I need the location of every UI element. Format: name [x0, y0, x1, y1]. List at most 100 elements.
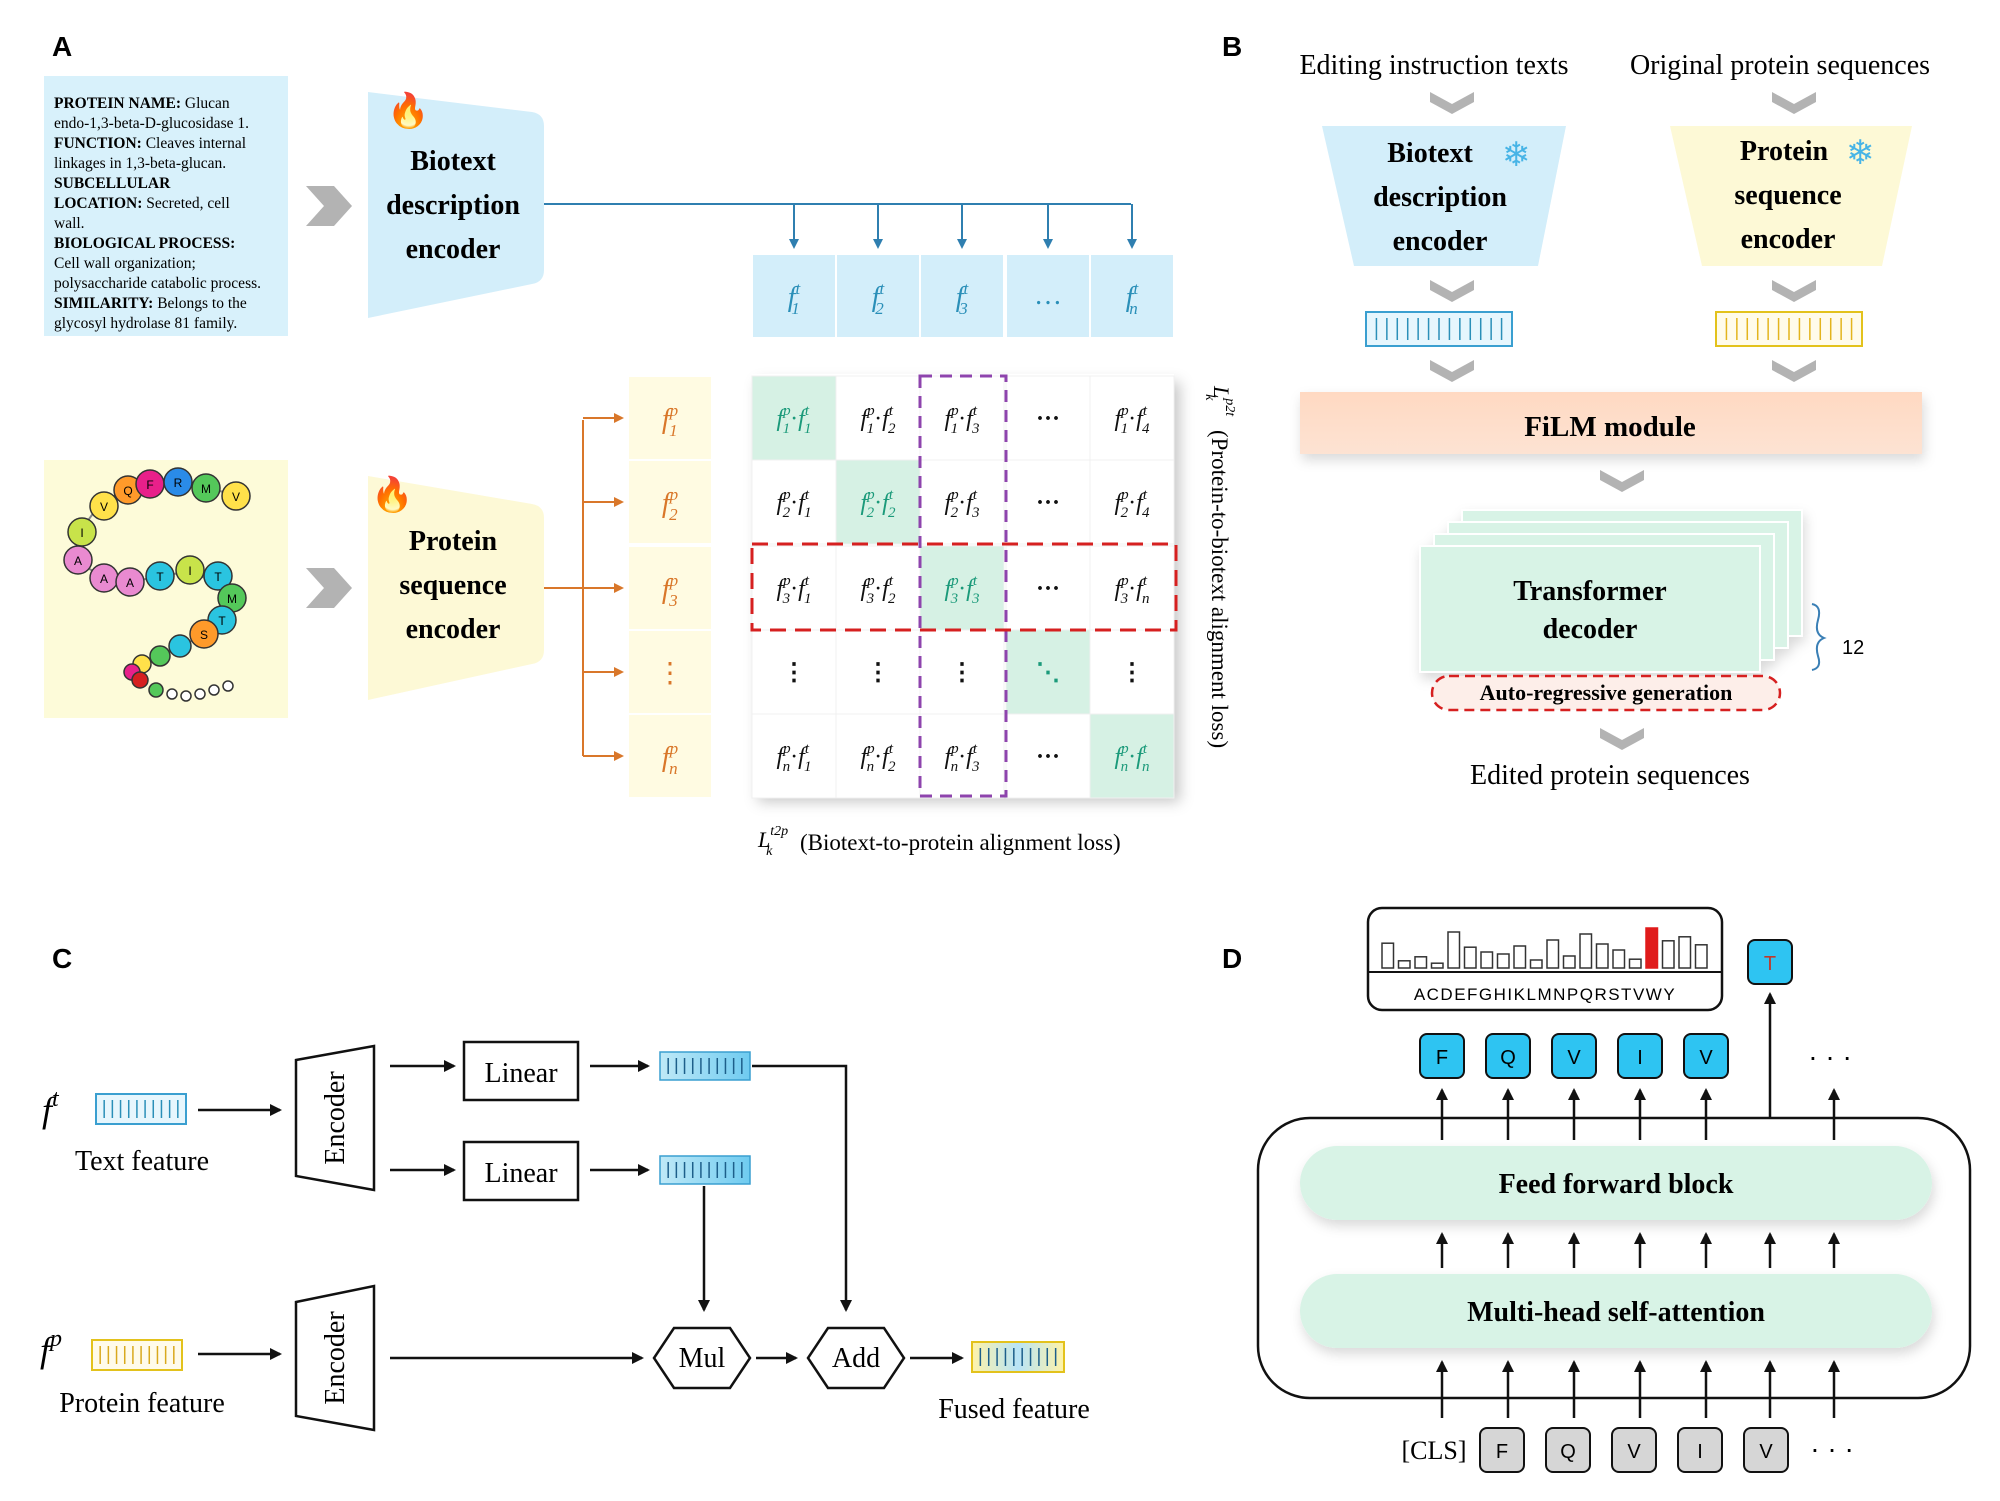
protein-feature-bar — [91, 1339, 183, 1371]
protein-description: PROTEIN NAME: Glucanendo-1,3-beta-D-gluc… — [54, 95, 261, 332]
film-module — [1300, 392, 1922, 454]
input-token-label: I — [1697, 1441, 1703, 1463]
biotext-encoder-b-line-2: description — [1373, 182, 1507, 213]
description-line: glycosyl hydrolase 81 family. — [54, 315, 237, 332]
matrix-ellipsis: ··· — [1036, 406, 1060, 432]
chevron-right-icon — [306, 568, 352, 608]
matrix-ellipsis: ⋮ — [866, 660, 890, 686]
amino-acid-bead — [63, 545, 93, 575]
input-token — [1611, 1427, 1657, 1473]
output-token-label: Q — [1500, 1047, 1516, 1069]
autoregressive-badge — [1430, 674, 1782, 712]
matrix-cell — [919, 713, 1005, 799]
description-line: SUBCELLULAR — [54, 175, 171, 192]
biotext-encoder-line-1: Biotext — [410, 146, 496, 177]
add-node — [806, 1326, 906, 1390]
fire-icon: 🔥 — [387, 91, 429, 130]
chevron-down-icon — [1772, 280, 1816, 302]
linear-box-2 — [462, 1140, 580, 1202]
matrix-ellipsis: ··· — [1036, 744, 1060, 770]
protein-feature-label: Protein feature — [59, 1388, 225, 1419]
decoder-line-2: decoder — [1543, 614, 1638, 645]
output-token — [1551, 1033, 1597, 1079]
matrix-ellipsis: ··· — [1036, 576, 1060, 602]
description-line: endo-1,3-beta-D-glucosidase 1. — [54, 115, 249, 132]
protein-description-box — [44, 76, 288, 336]
matrix-cell — [751, 545, 837, 631]
matrix-cell — [919, 375, 1005, 461]
amino-acid-bead — [203, 561, 233, 591]
distribution-bar — [1595, 943, 1609, 969]
distribution-bar — [1661, 940, 1675, 969]
chevron-down-icon — [1600, 470, 1644, 492]
input-token-label: V — [1627, 1441, 1641, 1463]
biotext-encoder-line-2: description — [386, 190, 520, 221]
input-token-label: F — [1496, 1441, 1508, 1463]
amino-acid-letter: T — [218, 614, 226, 628]
amino-acid-letter: V — [100, 500, 108, 514]
distribution-bar — [1496, 953, 1510, 969]
input-ellipsis: · · · — [1810, 1433, 1854, 1464]
text-feature-cell — [1089, 253, 1175, 339]
fp-symbol: fp — [40, 1326, 62, 1370]
protein-encoder-c-label: Encoder — [320, 1311, 351, 1405]
panel-b: Editing instruction texts Original prote… — [1299, 50, 1930, 791]
layer-count: 12 — [1842, 637, 1864, 659]
text-encoder-c-label: Encoder — [320, 1071, 351, 1165]
linear-box-1 — [462, 1040, 580, 1102]
protein-feature-arrows — [583, 413, 624, 761]
protein-encoder-line-3: encoder — [406, 614, 501, 645]
text-feature-cell — [835, 253, 921, 339]
input-token — [1677, 1427, 1723, 1473]
layer-brace — [1811, 603, 1827, 671]
amino-acid-letter: R — [174, 476, 183, 490]
matrix-cell — [1005, 375, 1091, 461]
amino-acid-letter: I — [188, 564, 191, 578]
multi-head-attention-label: Multi-head self-attention — [1467, 1297, 1765, 1328]
description-line: polysaccharide catabolic process. — [54, 275, 261, 292]
distribution-bar — [1447, 931, 1461, 969]
matrix-cell — [1089, 545, 1175, 631]
matrix-ellipsis: ⋱ — [1036, 660, 1060, 686]
protein-encoder-c — [294, 1284, 376, 1432]
chevron-right-icon — [306, 186, 352, 226]
amino-acid-bead — [189, 619, 219, 649]
loss-p2t-label: (Protein-to-biotext alignment loss) — [1207, 430, 1232, 748]
text-feature-bar — [95, 1093, 187, 1125]
autoregressive-label: Auto-regressive generation — [1480, 680, 1733, 705]
output-token-label: F — [1436, 1047, 1448, 1069]
matrix-cell — [1089, 375, 1175, 461]
description-line: BIOLOGICAL PROCESS: — [54, 235, 235, 252]
text-feature-cell — [751, 253, 837, 339]
feed-forward-label: Feed forward block — [1499, 1169, 1734, 1200]
edited-protein-label: Edited protein sequences — [1470, 760, 1750, 791]
distribution-bar — [1463, 946, 1477, 969]
distribution-bar — [1546, 939, 1560, 969]
protein-encoder-line-1: Protein — [409, 526, 498, 557]
matrix-cell — [919, 459, 1005, 545]
description-line: SIMILARITY: Belongs to the — [54, 295, 247, 312]
description-line: wall. — [54, 215, 85, 232]
output-token — [1419, 1033, 1465, 1079]
column-highlight — [918, 374, 1008, 798]
chevron-down-icon — [1772, 360, 1816, 382]
protein-feature-cell — [627, 545, 713, 631]
description-line: Cell wall organization; — [54, 255, 196, 272]
matrix-cell — [919, 629, 1005, 715]
protein-feature-cell — [627, 375, 713, 461]
gamma-bar — [659, 1051, 751, 1081]
matrix-ellipsis: ··· — [1036, 490, 1060, 516]
matrix-cell-diagonal — [835, 459, 921, 545]
